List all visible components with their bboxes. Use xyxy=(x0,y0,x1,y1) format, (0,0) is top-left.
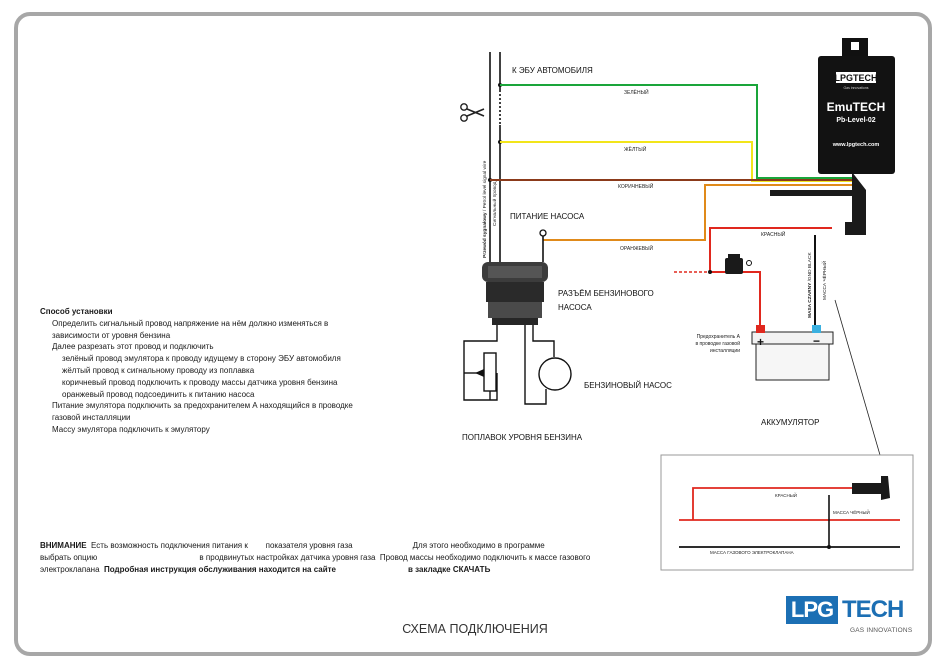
float-resistor xyxy=(483,352,497,392)
instruction-line: газовой инсталляции xyxy=(52,413,131,423)
device-model: Pb-Level-02 xyxy=(836,117,875,124)
green-label: ЗЕЛЁНЫЙ xyxy=(624,88,649,96)
junction-red xyxy=(708,270,712,274)
emulator-harness xyxy=(770,172,866,235)
orange-label: ОРАНЖЕВЫЙ xyxy=(620,244,654,252)
inset-harness xyxy=(852,476,890,500)
logo-lpg: LPG xyxy=(786,596,838,624)
instruction-line: жёлтый провод к сигнальному проводу из п… xyxy=(62,365,255,375)
brown-label: КОРИЧНЕВЫЙ xyxy=(618,182,654,190)
warning-download-note: в закладке СКАЧАТЬ xyxy=(408,564,491,574)
fuse-label-3: инсталляции xyxy=(710,348,740,354)
lpgtech-logo: LPG TECH GAS INNOVATIONS xyxy=(786,596,926,640)
instruction-line: зелёный провод эмулятора к проводу идуще… xyxy=(62,354,341,364)
fuse-label-2: в проводке газовой xyxy=(695,340,740,347)
scissors-icon xyxy=(460,103,485,122)
pump-wire-right xyxy=(532,325,555,357)
battery-label: АККУМУЛЯТОР xyxy=(761,418,819,427)
instruction-line: Далее разрезать этот провод и подключить xyxy=(52,342,214,352)
yellow-label: ЖЁЛТЫЙ xyxy=(624,145,647,153)
page-frame xyxy=(14,12,932,656)
warning-heading: ВНИМАНИЕ xyxy=(40,541,87,550)
ecu-label: К ЭБУ АВТОМОБИЛЯ xyxy=(512,66,593,75)
connector-label-2: НАСОСА xyxy=(558,303,592,312)
logo-tagline: GAS INNOVATIONS xyxy=(850,627,913,634)
fuse-label-1: Предохранитель А xyxy=(697,334,741,340)
signal-wire-label-ru: Сигнальный провод xyxy=(491,181,498,226)
yellow-wire xyxy=(500,141,852,182)
installation-instructions: Способ установки Определить сигнальный п… xyxy=(40,306,440,436)
device-brand: LPGTECH xyxy=(834,73,877,83)
pump-motor xyxy=(538,357,572,391)
logo-tech: TECH xyxy=(842,596,904,623)
battery-plus: + xyxy=(757,335,764,349)
instruction-line: оранжевый провод подсоединить к питанию … xyxy=(62,389,255,399)
device-name: EmuTECH xyxy=(827,100,886,114)
float-label: ПОПЛАВОК УРОВНЯ БЕНЗИНА xyxy=(462,433,583,442)
instruction-line: Определить сигнальный провод напряжение … xyxy=(52,318,329,328)
float-arrow xyxy=(475,369,484,377)
float-circuit xyxy=(463,325,498,401)
instruction-line: Массу эмулятора подключить к эмулятору xyxy=(52,424,210,434)
warning-note: ВНИМАНИЕ Есть возможность подключения пи… xyxy=(40,540,690,575)
connector-label-1: РАЗЪЁМ БЕНЗИНОВОГО xyxy=(558,289,654,298)
red-battery-wire xyxy=(740,271,761,325)
warning-line-1: Есть возможность подключения питания к п… xyxy=(86,541,545,550)
pump-power-label: ПИТАНИЕ НАСОСА xyxy=(510,212,585,221)
inset-red-label: КРАСНЫЙ xyxy=(775,491,797,498)
mass-black-label-ru: МАССА ЧЁРНЫЙ xyxy=(820,260,828,300)
inset-leader xyxy=(834,299,881,456)
warning-line-2: выбрать опцию в продвинутых настройках д… xyxy=(40,552,591,562)
inset-box xyxy=(660,454,914,571)
pump-wire-left xyxy=(524,325,547,405)
warning-site-note: Подробная инструкция обслуживания находи… xyxy=(103,564,336,574)
device-url: www.lpgtech.com xyxy=(832,142,880,148)
instruction-line: коричневый провод подключить к проводу м… xyxy=(62,377,338,387)
pump-power-terminal xyxy=(539,229,547,237)
emulator-device xyxy=(818,38,895,174)
signal-wire-label: Przewód sygnałowy / Petrol level signal … xyxy=(482,160,488,258)
battery-minus: − xyxy=(813,334,820,348)
instruction-line: зависимости от уровня бензина xyxy=(52,330,171,340)
pump-connector xyxy=(482,262,548,325)
instruction-line: Питание эмулятора подключить за предохра… xyxy=(52,401,353,411)
inset-mass-label: МАССА ЧЁРНЫЙ xyxy=(833,508,870,515)
mass-black-label: MASA CZARNY /GND BLACK xyxy=(807,252,813,318)
device-brand-sub: Gas innovations xyxy=(843,86,868,90)
battery-icon xyxy=(751,325,834,381)
pump-label: БЕНЗИНОВЫЙ НАСОС xyxy=(584,381,672,390)
page-title: СХЕМА ПОДКЛЮЧЕНИЯ xyxy=(402,622,548,636)
warning-line-3: электроклапана xyxy=(40,564,104,574)
instructions-heading: Способ установки xyxy=(40,307,113,316)
inset-red-wire xyxy=(692,487,852,520)
orange-wire xyxy=(543,184,852,241)
red-label: КРАСНЫЙ xyxy=(761,230,786,238)
fuse-icon xyxy=(725,254,752,274)
green-wire xyxy=(500,84,852,179)
inset-valve-label: МАССА ГАЗОВОГО ЭЛЕКТРОКЛАПАНА xyxy=(710,550,794,555)
